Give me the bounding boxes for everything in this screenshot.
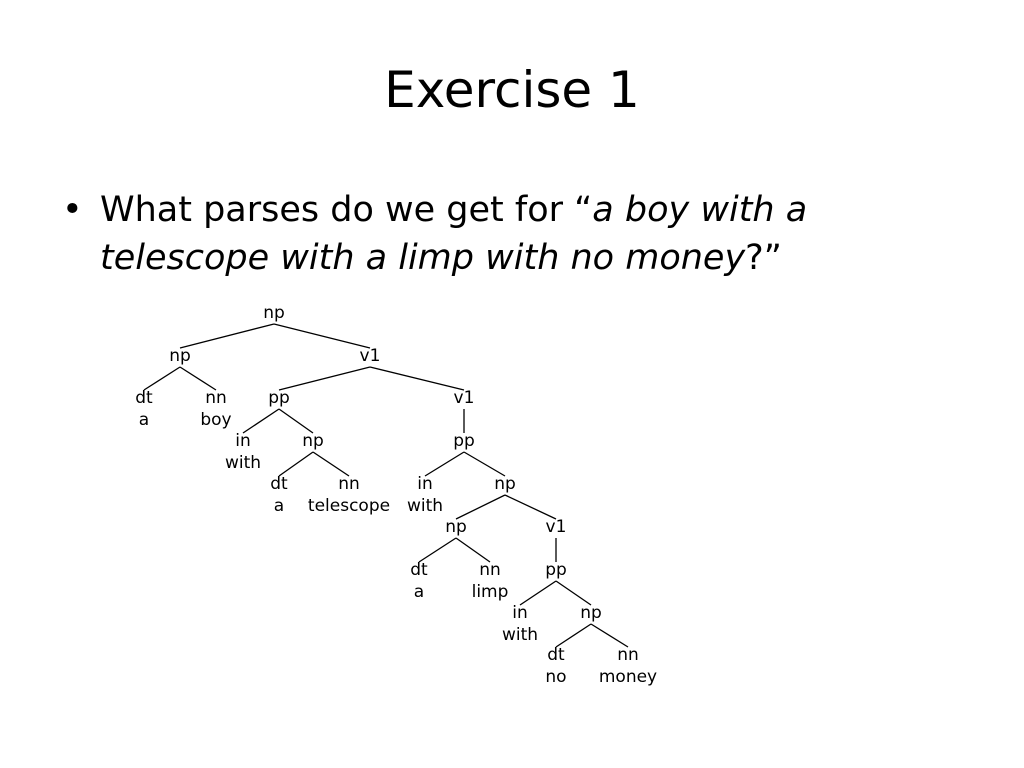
bullet-suffix: ?”: [745, 238, 782, 278]
tree-edge: [424, 451, 465, 477]
tree-edge: [504, 494, 557, 520]
tree-node-nn: nn: [205, 388, 227, 408]
tree-node-v1: v1: [454, 388, 475, 408]
tree-node-np: np: [169, 346, 191, 366]
tree-node-np: np: [445, 517, 467, 537]
tree-node-in: in: [512, 603, 528, 623]
tree-edge: [519, 580, 557, 606]
tree-edge: [590, 623, 629, 648]
bullet-text: What parses do we get for “a boy with a t…: [100, 186, 920, 282]
tree-leaf-word: a: [274, 496, 284, 516]
bullet-dot: •: [62, 190, 83, 230]
tree-edge: [312, 451, 350, 477]
tree-node-np: np: [494, 474, 516, 494]
tree-leaf-word: telescope: [308, 496, 390, 516]
tree-node-dt: dt: [410, 560, 428, 580]
slide-title: Exercise 1: [384, 61, 640, 119]
tree-node-in: in: [417, 474, 433, 494]
tree-edge: [242, 408, 280, 434]
tree-node-v1: v1: [360, 346, 381, 366]
tree-edge: [278, 366, 371, 391]
tree-leaf-word: boy: [200, 410, 231, 430]
bullet-quote-line2: telescope with a limp with no money: [100, 238, 746, 278]
tree-leaf-word: with: [225, 453, 261, 473]
tree-node-pp: pp: [545, 560, 567, 580]
tree-edge: [369, 366, 465, 391]
tree-edge: [278, 451, 314, 477]
tree-edge: [179, 323, 275, 349]
tree-node-nn: nn: [338, 474, 360, 494]
tree-node-pp: pp: [268, 388, 290, 408]
tree-edge: [555, 580, 592, 606]
tree-edge: [455, 494, 506, 520]
tree-node-dt: dt: [270, 474, 288, 494]
tree-node-pp: pp: [453, 431, 475, 451]
tree-edge: [455, 537, 491, 563]
tree-node-dt: dt: [135, 388, 153, 408]
tree-node-nn: nn: [617, 645, 639, 665]
bullet-quote-line1: a boy with a: [592, 190, 808, 230]
tree-leaf-word: money: [599, 667, 657, 687]
tree-node-dt: dt: [547, 645, 565, 665]
tree-leaf-word: a: [414, 582, 424, 602]
tree-node-np: np: [302, 431, 324, 451]
tree-edge: [278, 408, 314, 434]
tree-node-nn: nn: [479, 560, 501, 580]
tree-edge: [143, 366, 181, 391]
tree-edge: [273, 323, 371, 349]
tree-leaf-word: a: [139, 410, 149, 430]
tree-node-v1: v1: [546, 517, 567, 537]
tree-edge: [463, 451, 506, 477]
tree-node-in: in: [235, 431, 251, 451]
tree-edge: [555, 623, 592, 648]
tree-leaf-word: limp: [472, 582, 509, 602]
tree-leaf-word: with: [502, 625, 538, 645]
tree-node-np: np: [263, 303, 285, 323]
tree-leaf-word: with: [407, 496, 443, 516]
tree-edge: [418, 537, 457, 563]
bullet-prefix: What parses do we get for “: [100, 190, 593, 230]
tree-edge: [179, 366, 217, 391]
tree-leaf-word: no: [545, 667, 566, 687]
tree-node-np: np: [580, 603, 602, 623]
